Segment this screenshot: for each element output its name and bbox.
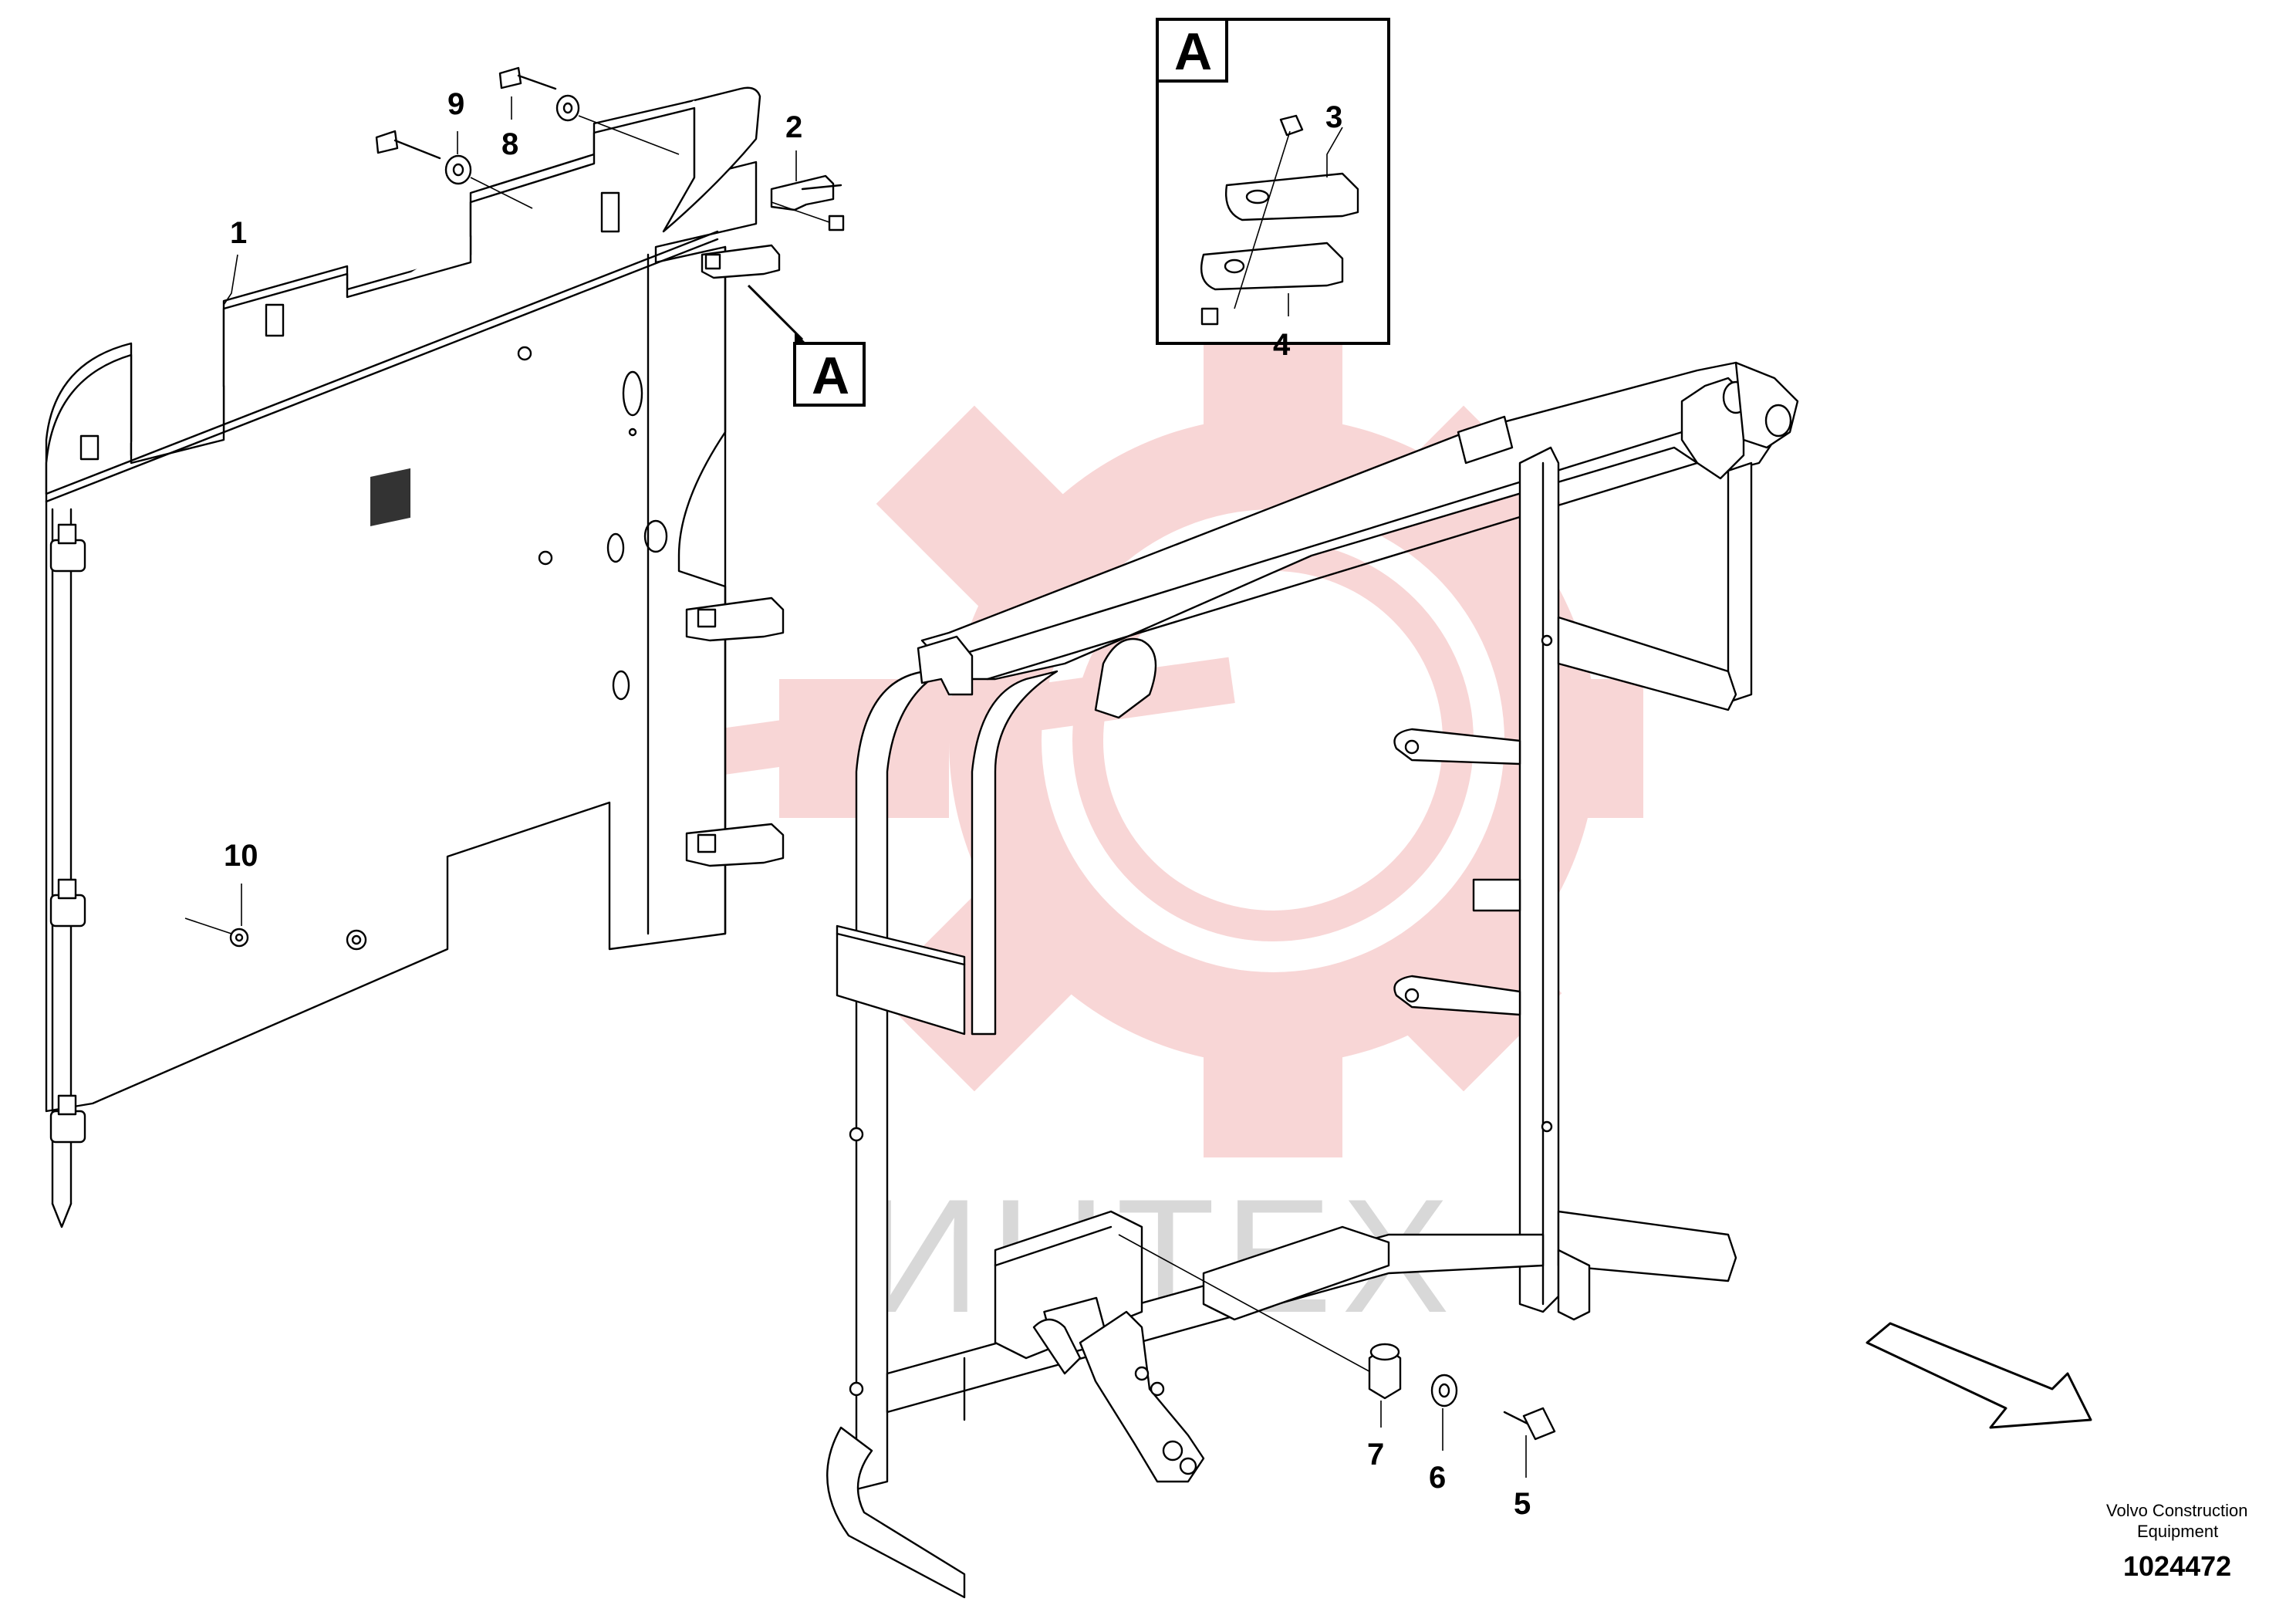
bolt-item-5 (1503, 1407, 1556, 1441)
callout-1: 1 (230, 216, 247, 250)
callout-9: 9 (447, 87, 464, 121)
latch-assembly (994, 1210, 1205, 1483)
drawing-number: 1024472 (2123, 1550, 2231, 1582)
frame-assembly (826, 361, 1799, 1599)
detail-view-a: A (1156, 18, 1390, 345)
bracket-item-2 (770, 174, 842, 211)
detail-reference-pointer (747, 284, 806, 343)
leader-lines (223, 96, 1527, 1478)
callout-3: 3 (1325, 100, 1342, 134)
callout-8: 8 (501, 127, 518, 161)
svg-text:A: A (812, 346, 849, 405)
panel-bracket-upper (685, 596, 785, 642)
nut-item-10 (184, 917, 249, 948)
nut-top-right (771, 201, 845, 231)
panel-clip-mid (49, 878, 86, 928)
detail-reference-box: A (793, 342, 866, 407)
callout-5: 5 (1514, 1487, 1531, 1521)
brand-line-2: Equipment (2137, 1522, 2218, 1541)
bolt-item-8 (498, 66, 680, 155)
panel-bracket-lower (685, 823, 785, 867)
callout-4: 4 (1273, 328, 1291, 362)
washer-item-6 (1430, 1374, 1458, 1407)
bolt-item-9 (375, 130, 533, 209)
svg-text:A: A (1174, 22, 1212, 81)
panel-clip-bottom (49, 1094, 86, 1144)
side-panel (45, 86, 785, 1228)
panel-bracket-top (701, 244, 781, 279)
brand-line-1: Volvo Construction (2106, 1501, 2247, 1520)
direction-arrow (1866, 1322, 2092, 1429)
callout-10: 10 (224, 839, 258, 873)
callout-2: 2 (785, 110, 802, 144)
spacer-item-7 (1368, 1343, 1402, 1400)
leader-latch-line (1118, 1234, 1374, 1374)
callout-6: 6 (1429, 1461, 1446, 1495)
callout-7: 7 (1367, 1438, 1384, 1472)
panel-clip-top (49, 523, 86, 573)
panel-grille (370, 468, 410, 526)
